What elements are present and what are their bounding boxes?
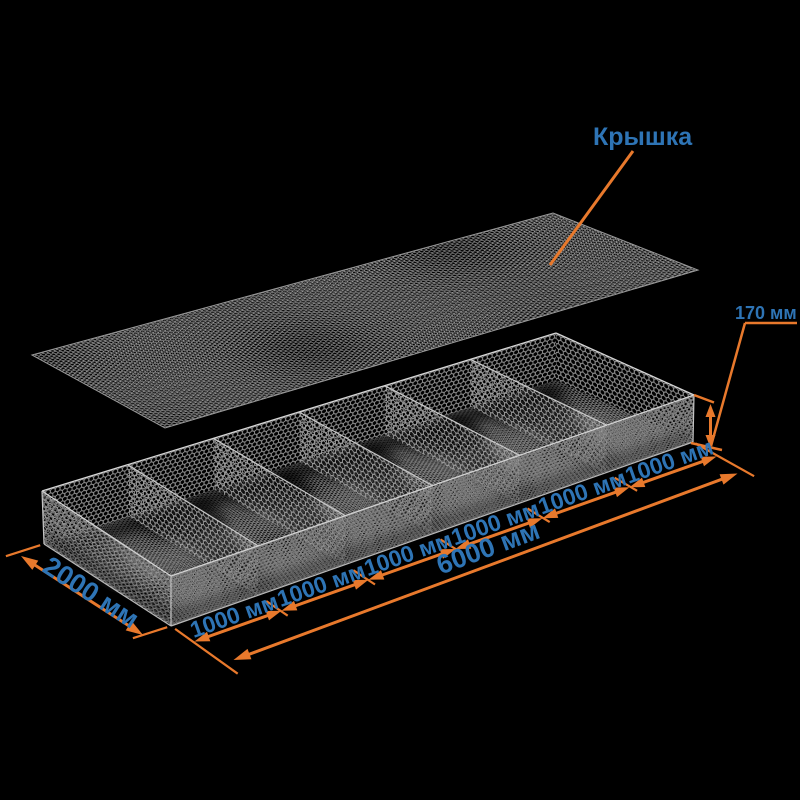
svg-text:Крышка: Крышка: [593, 123, 693, 151]
svg-text:170 мм: 170 мм: [735, 303, 797, 323]
